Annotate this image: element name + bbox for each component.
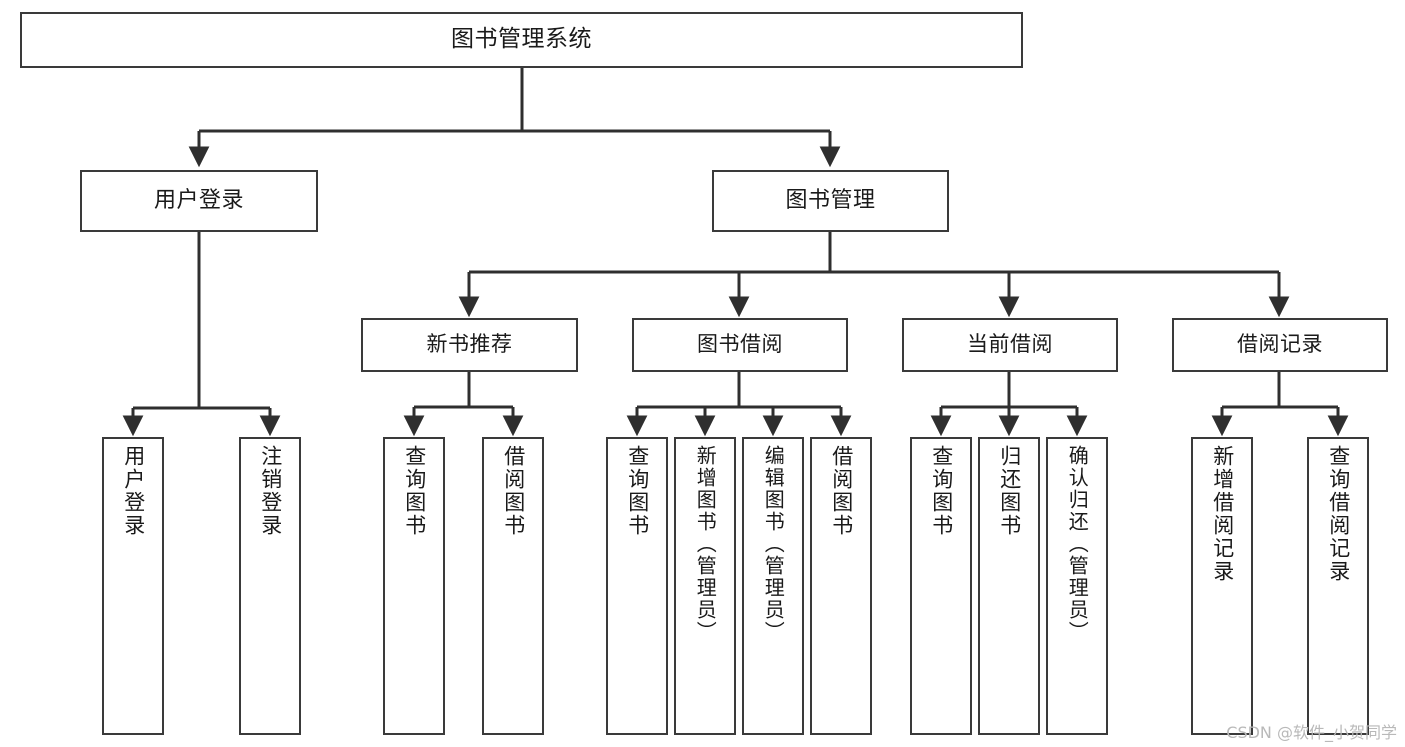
node-new-book-recommend-label: 新书推荐 [426, 332, 513, 357]
leaf-user-logout-label: 注销登录 [258, 445, 283, 537]
leaf-add-book[interactable]: 新增图书（管理员） [674, 437, 736, 735]
node-book-manage-label: 图书管理 [785, 187, 876, 213]
leaf-query-book-2-label: 查询图书 [625, 445, 650, 537]
node-user-login[interactable]: 用户登录 [80, 170, 318, 232]
leaf-add-record[interactable]: 新增借阅记录 [1191, 437, 1253, 735]
node-current-borrow-label: 当前借阅 [967, 332, 1053, 357]
leaf-borrow-book-1-label: 借阅图书 [501, 445, 526, 537]
leaf-query-book-2[interactable]: 查询图书 [606, 437, 668, 735]
leaf-confirm-return-label: 确认归还（管理员） [1065, 445, 1090, 643]
leaf-confirm-return[interactable]: 确认归还（管理员） [1046, 437, 1108, 735]
leaf-return-book-label: 归还图书 [997, 445, 1022, 537]
node-current-borrow[interactable]: 当前借阅 [902, 318, 1118, 372]
leaf-query-book-3-label: 查询图书 [929, 445, 954, 537]
node-user-login-label: 用户登录 [153, 187, 244, 213]
leaf-borrow-book-1[interactable]: 借阅图书 [482, 437, 544, 735]
leaf-query-book-1-label: 查询图书 [402, 445, 427, 537]
leaf-query-record-label: 查询借阅记录 [1326, 445, 1351, 583]
node-book-borrow[interactable]: 图书借阅 [632, 318, 848, 372]
leaf-query-book-1[interactable]: 查询图书 [383, 437, 445, 735]
node-borrow-record[interactable]: 借阅记录 [1172, 318, 1388, 372]
node-root-label: 图书管理系统 [451, 26, 592, 53]
leaf-user-logout[interactable]: 注销登录 [239, 437, 301, 735]
node-book-borrow-label: 图书借阅 [697, 332, 783, 357]
node-new-book-recommend[interactable]: 新书推荐 [361, 318, 578, 372]
leaf-edit-book-label: 编辑图书（管理员） [761, 445, 786, 643]
leaf-query-book-3[interactable]: 查询图书 [910, 437, 972, 735]
leaf-borrow-book-2[interactable]: 借阅图书 [810, 437, 872, 735]
leaf-add-book-label: 新增图书（管理员） [693, 445, 718, 643]
node-borrow-record-label: 借阅记录 [1237, 332, 1323, 357]
node-root[interactable]: 图书管理系统 [20, 12, 1023, 68]
leaf-return-book[interactable]: 归还图书 [978, 437, 1040, 735]
leaf-user-login-label: 用户登录 [121, 445, 146, 537]
leaf-add-record-label: 新增借阅记录 [1210, 445, 1235, 583]
leaf-edit-book[interactable]: 编辑图书（管理员） [742, 437, 804, 735]
leaf-query-record[interactable]: 查询借阅记录 [1307, 437, 1369, 735]
leaf-borrow-book-2-label: 借阅图书 [829, 445, 854, 537]
leaf-user-login[interactable]: 用户登录 [102, 437, 164, 735]
watermark-text: CSDN @软件_小贺同学 [1226, 723, 1397, 742]
node-book-manage[interactable]: 图书管理 [712, 170, 949, 232]
